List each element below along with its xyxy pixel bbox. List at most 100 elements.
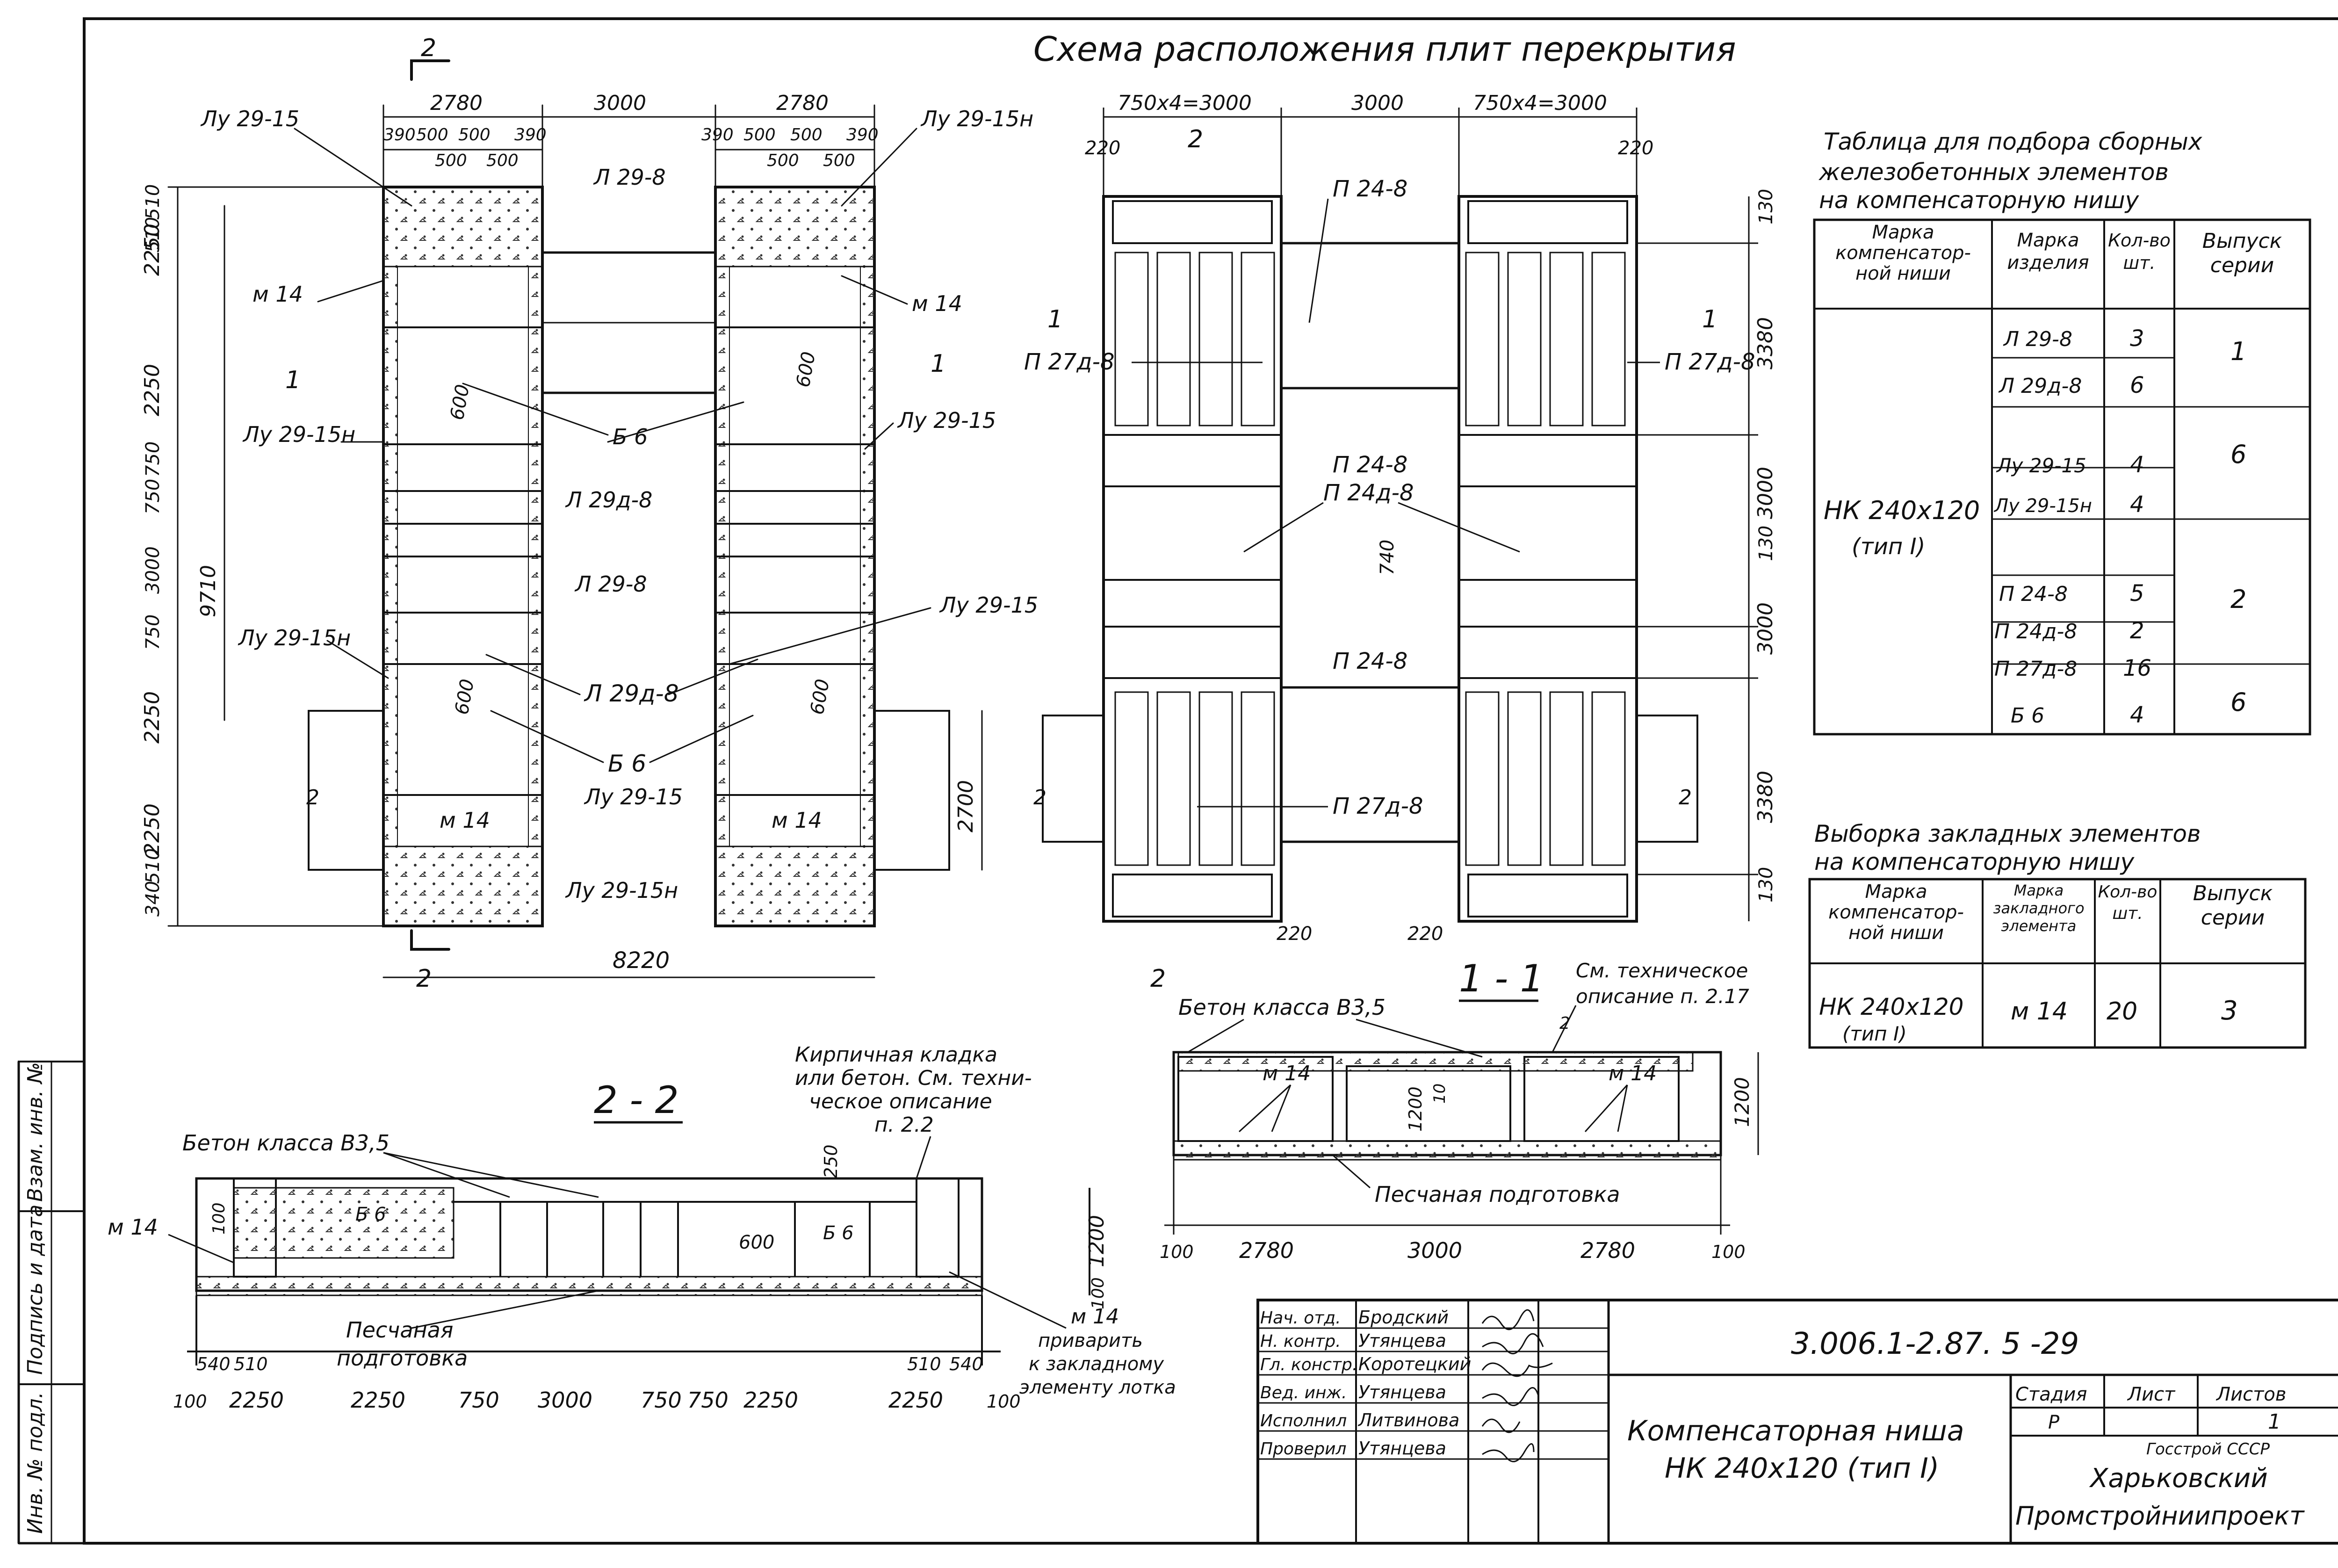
- plan-right-side-3: 220: [1277, 923, 1312, 945]
- section-1-1: 1 - 1 Бетон класса В3,5 См. техническое …: [1160, 957, 1759, 1263]
- section-11-label-9: 1200: [1731, 1077, 1754, 1127]
- section-22-bdim-5: 2250: [351, 1387, 405, 1413]
- title-org-1: Госстрой СССР: [2146, 1440, 2270, 1459]
- section-11-label-3: описание п. 2.17: [1576, 985, 1749, 1008]
- plan-left-ldim-9: 2250: [140, 691, 164, 744]
- title-name-line-1: Компенсаторная ниша: [1627, 1415, 1964, 1447]
- section-11-label-8: 10: [1430, 1084, 1449, 1104]
- section-11-bdim-3: 3000: [1407, 1238, 1462, 1263]
- section-11-label-7: 1200: [1405, 1086, 1426, 1132]
- table-prefab-qty-1: 3: [2130, 325, 2144, 352]
- table-embedded-header-3: Кол-во шт.: [2098, 882, 2158, 923]
- plan-left-600-3: 600: [451, 678, 479, 716]
- plan-left-label-18: м 14: [440, 808, 490, 833]
- section-22-top-dim: 100: [1089, 1277, 1108, 1309]
- plan-left-label-11: Л 29д-8: [565, 487, 652, 513]
- plan-left-subdim-4: 390: [514, 125, 547, 145]
- plan-right-label-3: П 27д-8: [1665, 349, 1755, 375]
- table-prefab-series-2: 6: [2230, 440, 2246, 469]
- plan-left-label-10: Б 6: [613, 424, 648, 449]
- table-prefab-mark-2: Л 29д-8: [1998, 374, 2082, 398]
- plan-left-label-2: Лу 29-15н: [920, 106, 1033, 131]
- title-block: Нач. отд. Н. контр. Гл. констр. Вед. инж…: [1256, 1299, 2338, 1545]
- table-embedded-header-2: Марка закладного элемента: [1993, 882, 2085, 935]
- section-22-label-10: Песчаная: [346, 1317, 453, 1343]
- plan-left-label-15: Л 29д-8: [584, 680, 679, 707]
- section-11-label-6: Песчаная подготовка: [1375, 1182, 1620, 1207]
- title-sheets: 1: [2268, 1410, 2281, 1434]
- table-prefab-series-4: 6: [2230, 687, 2246, 717]
- plan-left-600-4: 600: [807, 678, 834, 716]
- table-prefab-header-4: Выпуск серии: [2202, 229, 2282, 277]
- plan-right-bot-mid: [1280, 686, 1460, 843]
- title-name-1: Бродский: [1358, 1307, 1449, 1328]
- table-prefab-mark-5: П 24-8: [1999, 582, 2068, 606]
- plan-left-ldim-5: 750: [142, 441, 164, 477]
- table-embedded-title-2: на компенсаторную нишу: [1814, 848, 2135, 875]
- section-22-bdim-14: 100: [987, 1391, 1021, 1412]
- plan-left-ldim-7: 3000: [142, 546, 164, 594]
- section-22-bdim-6: 750: [458, 1387, 499, 1413]
- plan-right-mark-2d: 2: [1679, 786, 1692, 809]
- table-prefab-mark-4: Лу 29-15н: [1993, 495, 2092, 517]
- table-prefab-qty-6: 2: [2130, 618, 2144, 644]
- section-11-label-4: м 14: [1263, 1062, 1311, 1085]
- plan-right-label-5: П 24д-8: [1323, 480, 1414, 506]
- table-prefab-mark-6: П 24д-8: [1994, 620, 2077, 643]
- section-22-label-7: Б 6: [355, 1204, 386, 1225]
- plan-left-label-8: 1: [931, 350, 946, 378]
- section-22-label-14: к закладному: [1029, 1353, 1164, 1375]
- section-11-bdim-2: 2780: [1239, 1238, 1294, 1263]
- table-prefab: Таблица для подбора сборных железобетонн…: [1813, 128, 2311, 736]
- plan-left-subdim-2: 500: [416, 125, 448, 145]
- plan-right-mark-2c: 2: [1033, 786, 1046, 809]
- table-prefab-header-2: Марка изделия: [2007, 230, 2089, 274]
- table-prefab-mark-7: П 27д-8: [1994, 657, 2077, 681]
- plan-left-right-dim: 2700: [954, 780, 978, 832]
- section-22-title: 2 - 2: [594, 1078, 679, 1122]
- plan-left-subdim-11: 500: [767, 151, 799, 170]
- section-11-label-10: 2: [1559, 1014, 1570, 1033]
- section-22-bdim-9: 750: [687, 1387, 729, 1413]
- table-prefab-qty-3: 4: [2130, 452, 2144, 478]
- section-22-bdim-2: 540: [196, 1354, 231, 1374]
- plan-left-600-2: 600: [793, 350, 820, 389]
- plan-right-mark-2a: 2: [1188, 125, 1203, 153]
- title-name-6: Утянцева: [1358, 1438, 1446, 1459]
- section-22-label-9: 600: [739, 1232, 774, 1253]
- section-22-label-15: элементу лотка: [1019, 1377, 1176, 1398]
- table-prefab-header-1: Марка компенсатор- ной ниши: [1835, 222, 1971, 284]
- section-22-label-2: Кирпичная кладка: [795, 1043, 997, 1067]
- table-embedded-header-4: Выпуск серии: [2193, 882, 2273, 930]
- plan-left-ldim-1: 2250: [140, 224, 164, 276]
- plan-left-dim-top-2: 3000: [594, 91, 646, 115]
- plan-left-subdim-7: 390: [701, 125, 734, 145]
- plan-left-label-16: Б 6: [608, 750, 646, 777]
- table-prefab-mark-1: Л 29-8: [2003, 327, 2072, 351]
- title-sheet-label: Лист: [2127, 1384, 2176, 1405]
- plan-left-subdim-3: 500: [458, 125, 491, 145]
- section-22-label-17: 100: [209, 1202, 229, 1235]
- plan-right-rdim-3: 3000: [1754, 467, 1777, 519]
- plan-left-600-1: 600: [447, 383, 474, 422]
- table-prefab-series-1: 1: [2230, 337, 2246, 366]
- table-prefab-qty-2: 6: [2130, 372, 2144, 398]
- sheet-frame: [83, 17, 2338, 1545]
- plan-right-label-2: П 27д-8: [1024, 349, 1114, 375]
- plan-left-label-13: Лу 29-15н: [238, 625, 351, 650]
- plan-right-dim-740: 740: [1377, 540, 1398, 575]
- plan-left-subdim-12: 500: [823, 151, 855, 170]
- section-11-bdim-5: 100: [1711, 1242, 1746, 1262]
- title-org-2: Харьковский: [2089, 1463, 2268, 1494]
- plan-right-mark-2b: 2: [1150, 965, 1166, 993]
- plan-left-ldim-3: 510: [142, 217, 164, 253]
- plan-right-side-2: 220: [1618, 137, 1653, 159]
- plan-right-top-mid: [1280, 242, 1460, 390]
- table-prefab-qty-7: 16: [2123, 655, 2151, 681]
- plan-left-label-6: Лу 29-15н: [242, 422, 355, 447]
- title-code: 3.006.1-2.87. 5 -29: [1791, 1327, 2079, 1361]
- table-prefab-title-1: Таблица для подбора сборных: [1824, 128, 2202, 155]
- plan-right-rdim-4: 130: [1755, 526, 1777, 561]
- plan-left-subdim-9: 500: [790, 125, 823, 145]
- section-22-label-5: п. 2.2: [874, 1113, 934, 1137]
